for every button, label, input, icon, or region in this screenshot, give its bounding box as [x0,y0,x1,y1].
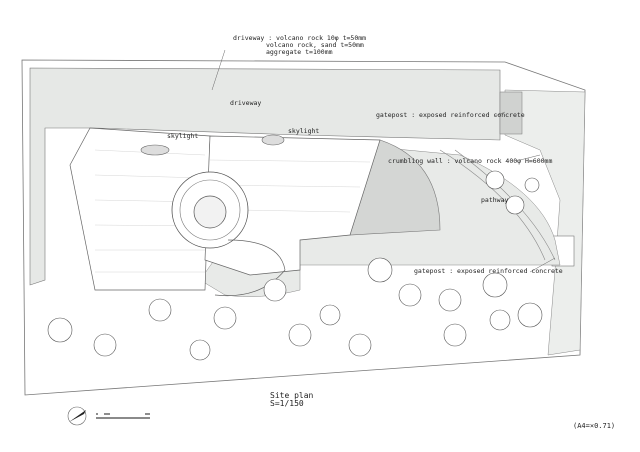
scale-bar [96,413,150,419]
pathway-label: pathway [481,196,509,204]
gravel-edge [504,89,586,356]
driveway-spec-line3: aggregate t=100mm [266,48,333,56]
roof-right [204,135,381,276]
skylight-2 [261,134,285,146]
gatepost-top [499,91,523,135]
roof-left [69,127,211,291]
driveway-spec-line2: volcano rock, sand t=50mm [266,41,364,49]
paper-note: (A4=×0.71) [573,422,616,430]
skylight-label-2: skylight [288,127,320,135]
north-arrow-icon [67,406,87,426]
drawing-scale: S=1/150 [270,399,304,408]
skylight-1 [140,144,170,156]
gatepost-bottom-label: gatepost : exposed reinforced concrete [414,267,563,275]
drawing-title: Site plan [270,391,314,400]
skylight-label-1: skylight [167,132,199,140]
gatepost-top-label: gatepost : exposed reinforced concrete [376,111,525,119]
crumbling-wall-label: crumbling wall : volcano rock 400φ H=600… [388,157,553,165]
trees [47,170,543,361]
spiral-stair [193,195,227,229]
driveway-spec-line1: driveway : volcano rock 10φ t=50mm [233,34,367,42]
driveway-label: driveway [230,99,262,107]
